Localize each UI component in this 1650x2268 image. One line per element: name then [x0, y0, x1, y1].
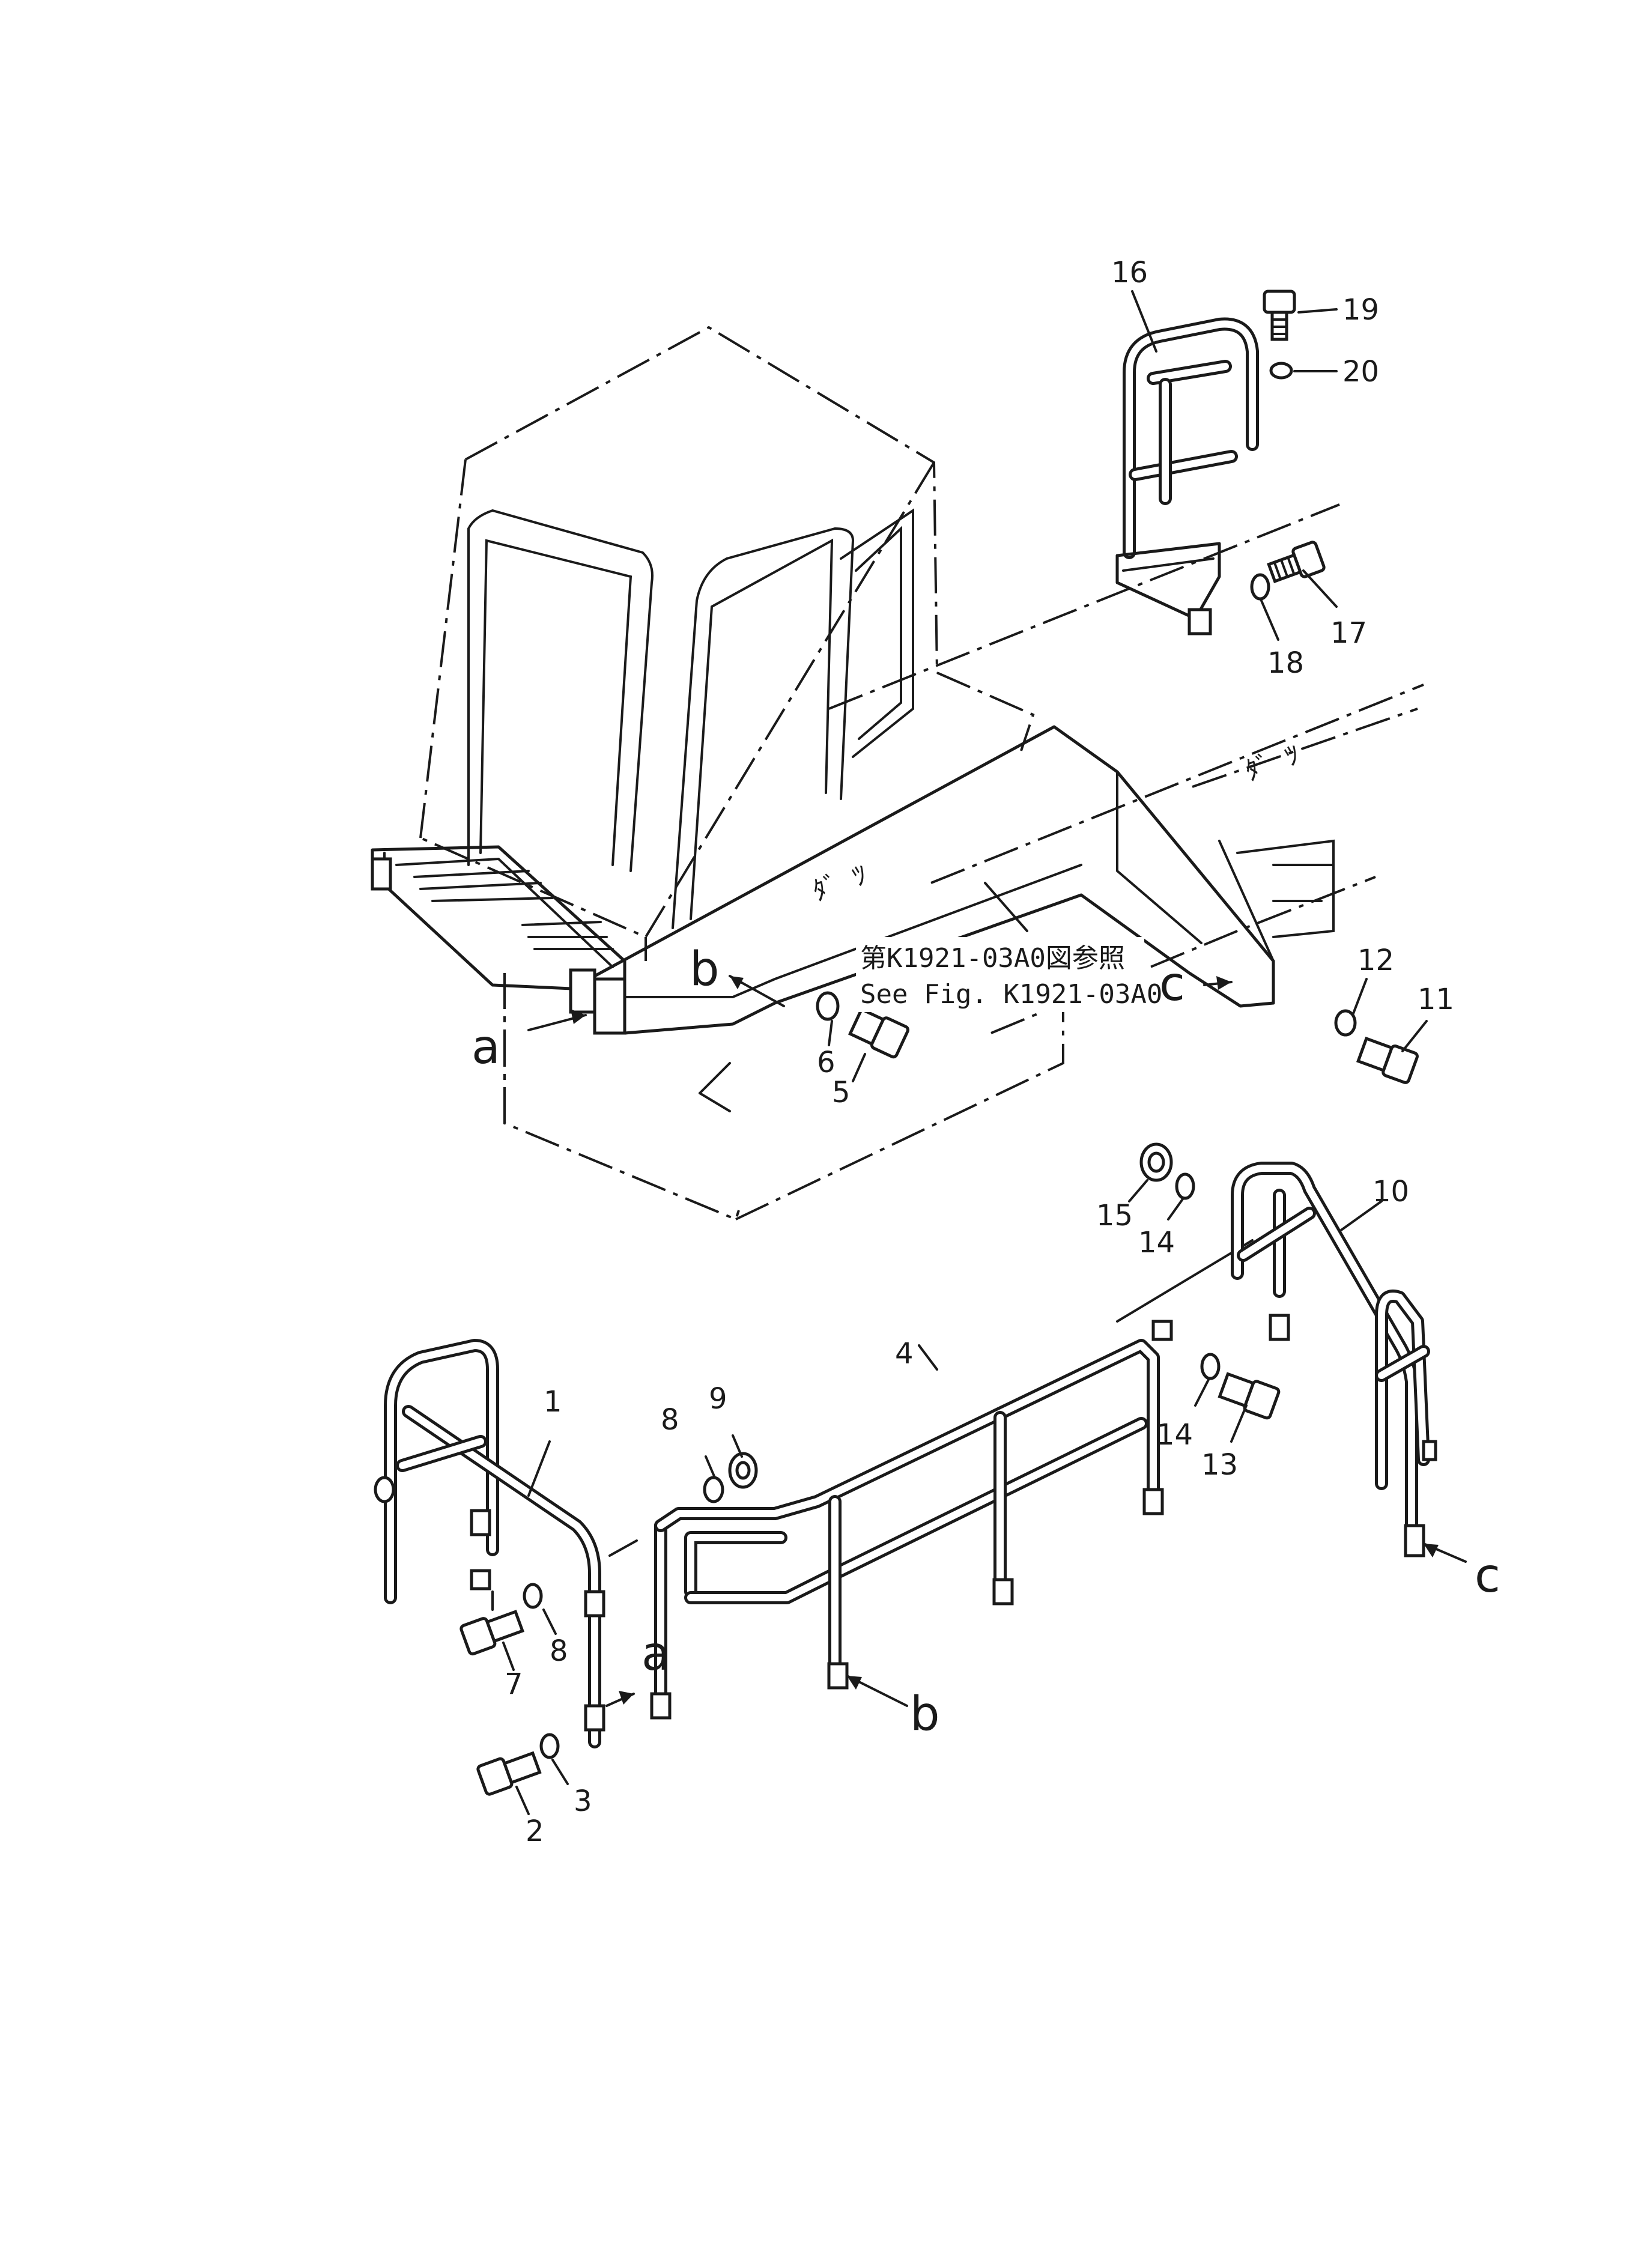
- reference-en: See Fig. K1921-03A0: [860, 979, 1162, 1010]
- handrail-4: [650, 1239, 1254, 1720]
- callout-7: 7: [505, 1667, 523, 1701]
- callout-19: 19: [1342, 293, 1379, 327]
- callout-9: 9: [709, 1382, 727, 1416]
- callout-4: 4: [895, 1337, 914, 1371]
- washer-8-bottom: [523, 1583, 543, 1609]
- nut-15: [1139, 1142, 1173, 1182]
- callout-16: 16: [1111, 256, 1148, 290]
- bolt-7: [460, 1610, 525, 1656]
- bolt-17: [1267, 541, 1326, 583]
- callout-5: 5: [832, 1076, 851, 1109]
- bolt-19: [1263, 290, 1296, 341]
- leader-lines: [491, 290, 1428, 1815]
- connection-arrows: [527, 975, 1467, 1707]
- callout-2: 2: [526, 1815, 544, 1848]
- reference-jp: 第K1921-03A0図参照: [860, 943, 1125, 974]
- callout-1: 1: [544, 1385, 562, 1419]
- washer-12: [1334, 1009, 1357, 1037]
- callout-3: 3: [574, 1784, 592, 1818]
- callout-13: 13: [1201, 1448, 1238, 1482]
- callout-numbers: 16 19 20 17 18 12 11 6 5 15 14 10 4 1 8 …: [505, 256, 1454, 1848]
- fasteners: [460, 290, 1419, 1796]
- connection-letters: a b c a b c: [472, 942, 1500, 1741]
- handrail-10: [1231, 1162, 1437, 1557]
- machine-body: [503, 503, 1424, 1221]
- bolt-5: [848, 1007, 909, 1059]
- callout-11: 11: [1418, 983, 1454, 1016]
- washer-18: [1250, 573, 1270, 601]
- label-a-top: a: [472, 1020, 500, 1075]
- bolt-11: [1356, 1036, 1419, 1084]
- washer-8-top: [703, 1476, 724, 1503]
- callout-10: 10: [1372, 1175, 1409, 1208]
- svg-text:ﾀﾞ ﾂ: ﾀﾞ ﾂ: [808, 860, 871, 908]
- figure-reference-note: 第K1921-03A0図参照 See Fig. K1921-03A0: [856, 937, 1162, 1012]
- washer-6: [816, 991, 840, 1021]
- front-step: [371, 845, 626, 1014]
- washer-3: [539, 1733, 560, 1759]
- label-c-bottom: c: [1475, 1549, 1500, 1603]
- callout-18: 18: [1267, 646, 1304, 680]
- callout-14-top: 14: [1138, 1226, 1175, 1260]
- callout-8-bottom: 8: [550, 1634, 568, 1668]
- label-a-bottom: a: [641, 1627, 670, 1681]
- callout-12: 12: [1357, 944, 1394, 977]
- washer-14-top: [1175, 1172, 1195, 1200]
- callout-17: 17: [1330, 616, 1367, 650]
- label-b-top: b: [690, 942, 720, 996]
- ladder-handrail-16: [1115, 317, 1259, 635]
- bolt-2: [476, 1751, 542, 1796]
- nut-9: [728, 1452, 758, 1489]
- operator-cab: [419, 326, 938, 961]
- bolt-13: [1218, 1372, 1281, 1420]
- svg-text:ﾀﾞ ﾂ: ﾀﾞ ﾂ: [1241, 739, 1303, 787]
- handrail-1: [374, 1339, 605, 1748]
- label-b-bottom: b: [910, 1687, 940, 1741]
- callout-14-bottom: 14: [1156, 1418, 1193, 1452]
- callout-6: 6: [817, 1046, 836, 1079]
- callout-20: 20: [1342, 355, 1379, 389]
- washer-20: [1269, 362, 1293, 380]
- washer-14-bottom: [1200, 1353, 1221, 1380]
- label-c-top: c: [1159, 957, 1185, 1011]
- callout-8-top: 8: [661, 1403, 679, 1437]
- callout-15: 15: [1096, 1199, 1133, 1233]
